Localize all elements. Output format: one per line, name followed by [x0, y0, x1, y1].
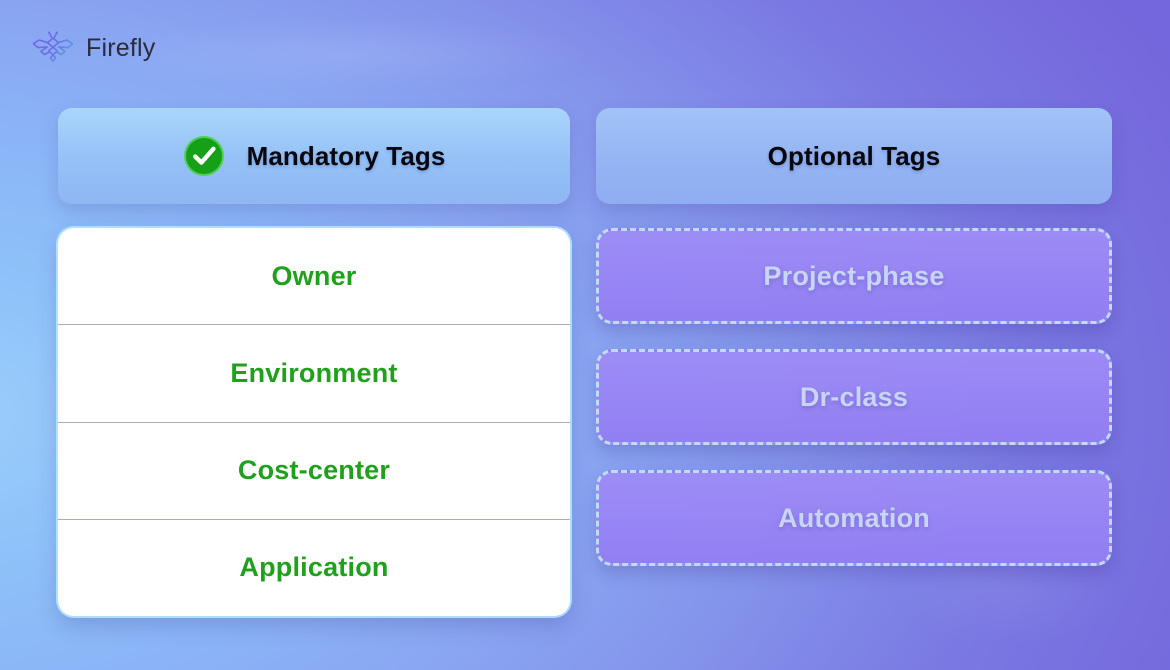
- mandatory-tag-label: Application: [239, 552, 389, 583]
- check-circle-icon: [183, 135, 225, 177]
- mandatory-tag-row[interactable]: Application: [58, 520, 570, 616]
- optional-tags-list: Project-phase Dr-class Automation: [596, 228, 1112, 566]
- optional-tag-card[interactable]: Dr-class: [596, 349, 1112, 445]
- mandatory-tag-row[interactable]: Cost-center: [58, 423, 570, 520]
- mandatory-tag-label: Environment: [230, 357, 398, 388]
- optional-tag-label: Dr-class: [799, 381, 909, 412]
- optional-tags-column: Optional Tags Project-phase Dr-class Aut…: [596, 108, 1112, 566]
- optional-tags-title: Optional Tags: [767, 140, 941, 171]
- mandatory-tag-label: Cost-center: [237, 455, 391, 486]
- mandatory-tags-list: Owner Environment Cost-center Applicatio…: [58, 228, 570, 616]
- mandatory-tag-row[interactable]: Owner: [58, 228, 570, 326]
- brand-logo[interactable]: Firefly: [30, 28, 155, 68]
- optional-tag-label: Automation: [778, 502, 930, 533]
- firefly-logo-icon: [30, 28, 76, 68]
- mandatory-tags-header: Mandatory Tags: [58, 108, 570, 204]
- optional-tag-card[interactable]: Automation: [596, 470, 1112, 566]
- mandatory-tag-label: Owner: [271, 260, 357, 291]
- mandatory-tags-title: Mandatory Tags: [246, 140, 446, 171]
- mandatory-tags-column: Mandatory Tags Owner Environment Cost-ce…: [58, 108, 570, 616]
- optional-tag-card[interactable]: Project-phase: [596, 228, 1112, 324]
- mandatory-tag-row[interactable]: Environment: [58, 325, 570, 423]
- optional-tags-header: Optional Tags: [596, 108, 1112, 204]
- optional-tag-label: Project-phase: [763, 260, 945, 291]
- brand-name: Firefly: [86, 33, 156, 62]
